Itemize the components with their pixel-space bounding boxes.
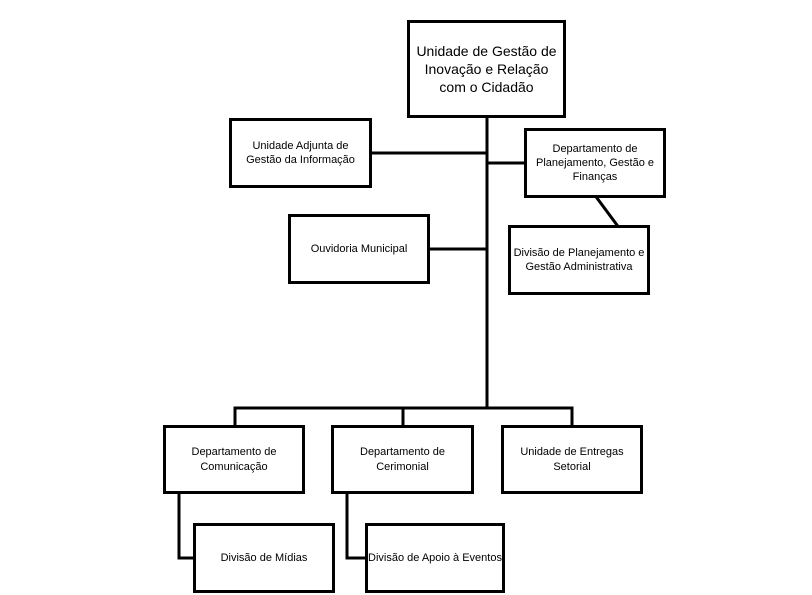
org-box-label: Divisão de Apoio à Eventos (368, 551, 502, 564)
org-box-ouvidoria: Ouvidoria Municipal (288, 214, 430, 284)
org-box-depto-planejamento: Departamento de Planejamento, Gestão e F… (524, 128, 666, 198)
org-box-root: Unidade de Gestão de Inovação e Relação … (407, 20, 566, 118)
org-box-label: Unidade de Entregas Setorial (520, 446, 624, 473)
org-box-div-planejamento: Divisão de Planejamento e Gestão Adminis… (508, 225, 650, 295)
org-box-label: Unidade de Gestão de Inovação e Relação … (416, 42, 557, 96)
connector-midias (177, 492, 195, 560)
org-box-label: Divisão de Planejamento e Gestão Adminis… (513, 246, 645, 273)
connector-div-planejamento (594, 195, 620, 228)
org-box-depto-comunicacao: Departamento de Comunicação (163, 425, 305, 494)
org-box-label: Departamento de Planejamento, Gestão e F… (535, 142, 655, 184)
org-box-div-eventos: Divisão de Apoio à Eventos (365, 523, 505, 593)
org-box-unidade-entregas: Unidade de Entregas Setorial (501, 425, 643, 494)
org-box-label: Divisão de Mídias (220, 551, 308, 564)
org-box-label: Unidade Adjunta de Gestão da Informação (246, 139, 355, 166)
org-box-label: Departamento de Cerimonial (360, 446, 445, 473)
org-box-label: Ouvidoria Municipal (310, 242, 408, 255)
connector-eventos (345, 492, 367, 560)
org-box-depto-cerimonial: Departamento de Cerimonial (331, 425, 474, 494)
org-box-div-midias: Divisão de Mídias (193, 523, 335, 593)
org-box-adjunta-informacao: Unidade Adjunta de Gestão da Informação (229, 118, 372, 188)
org-box-label: Departamento de Comunicação (191, 446, 277, 473)
